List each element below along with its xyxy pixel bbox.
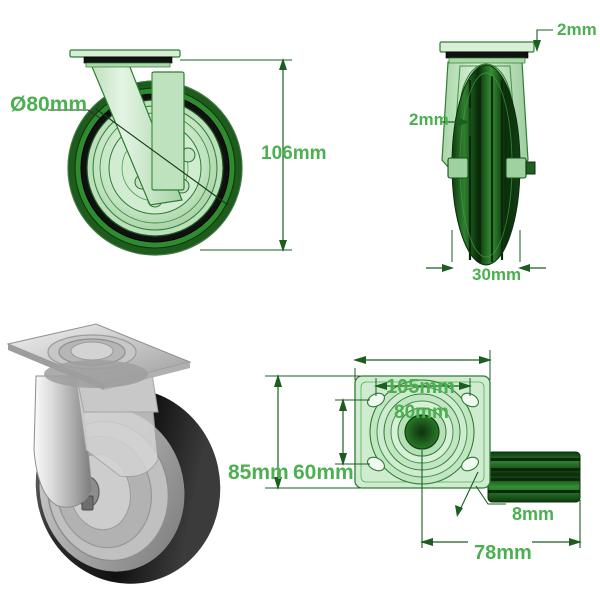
dim-8-leader [475, 485, 506, 505]
dimension-label-bolt-hole-diameter: 8mm [512, 504, 555, 524]
dim-80-arrow-right [459, 382, 472, 390]
plate-width-dimension [353, 350, 492, 380]
top-plate-plan-view [265, 300, 600, 600]
bolt-slot-top-right [461, 392, 479, 408]
top-plate-front [439, 41, 535, 64]
bolt-slot-bottom-right [461, 456, 479, 472]
side-view-drawing [48, 49, 292, 256]
raceway-front [448, 57, 526, 64]
dim-78-arrow-right [569, 538, 582, 546]
dim-106-arrow-top [279, 58, 287, 70]
dimension-label-plate-thickness: 2mm [557, 20, 597, 39]
wheel-plan-groove-4 [488, 490, 580, 493]
dim-2mm-top-arrow [533, 40, 541, 52]
dim-2mm-mid-arrow [458, 118, 470, 126]
diameter-leader-line [48, 109, 101, 119]
render-swivel-collar [44, 360, 148, 388]
dim-85-arrow-bottom [274, 477, 282, 490]
dim-8-arrow [455, 505, 463, 517]
wheel-plan-groove-1 [488, 458, 580, 461]
dim-78-arrow-left [420, 538, 433, 546]
tyre-front [451, 64, 521, 266]
dim-8-slash [457, 471, 479, 515]
tread-thickness-dimension [440, 108, 471, 136]
wheel-plan-groove-3 [488, 478, 580, 481]
king-pin-bore [404, 414, 440, 450]
wheel-plan-groove-2 [488, 468, 580, 471]
product-photo-render [0, 300, 300, 600]
dim-80-arrow-left [374, 382, 387, 390]
dim-105-arrow-left [353, 356, 366, 364]
axle-nut-right [505, 157, 527, 179]
front-elevation-view [300, 0, 600, 300]
plate-body [69, 49, 181, 58]
plate-depth-dimension [265, 374, 360, 490]
plate-raceway-shadow [83, 56, 173, 64]
bolt-spacing-x-dimension [374, 378, 472, 396]
dimension-label-overall-height: 106mm [261, 143, 327, 164]
axle-nut-left [447, 157, 469, 179]
dimension-label-bolt-spacing-x: 80mm [394, 402, 449, 423]
axle-cap-right [525, 161, 536, 175]
render-top-plate [6, 323, 192, 390]
axle-assembly-front [447, 157, 536, 179]
tread-width-dimension [426, 230, 546, 272]
plate-thickness-dimension [533, 29, 553, 52]
bolt-hole-dimension [455, 471, 506, 517]
plate-body-front [439, 41, 535, 53]
swivel-offset-dimension [420, 450, 582, 548]
render-raceway-inner [70, 341, 114, 361]
dim-105-arrow-right [479, 356, 492, 364]
bolt-slot-bottom-left [367, 456, 385, 472]
dim-60-arrow-bottom [339, 453, 347, 466]
plate-plan [354, 375, 491, 489]
dimension-label-tread-width: 30mm [472, 265, 522, 284]
dim-30-arrow-left [442, 264, 454, 272]
top-plate [69, 49, 181, 68]
wheel-plan [487, 451, 581, 503]
fork-arch [459, 63, 513, 111]
dimension-label-wheel-diameter: Ø80mm [10, 93, 88, 116]
dimension-label-bolt-spacing-y: 60mm [293, 461, 354, 484]
dim-106-arrow-bottom [279, 240, 287, 252]
dim-85-arrow-top [274, 374, 282, 387]
height-dimension-line [180, 58, 292, 252]
dim-30-arrow-right [518, 264, 530, 272]
caster-3d-render [6, 323, 221, 584]
dimension-label-plate-depth: 85mm [228, 461, 289, 484]
dimension-label-swivel-offset: 78mm [474, 542, 532, 564]
diameter-construction-line [95, 108, 229, 206]
plan-view-drawing [265, 350, 582, 548]
dim-60-arrow-top [339, 398, 347, 411]
fork-leg-right [151, 71, 185, 191]
dimension-label-plate-width: 105mm [386, 376, 455, 398]
bolt-spacing-y-dimension [335, 398, 370, 466]
front-view-drawing [426, 29, 553, 272]
bolt-slot-top-left [367, 392, 385, 408]
dimension-label-tread-thickness: 2mm [409, 110, 449, 129]
plate-shadow-front [445, 51, 529, 59]
swivel-raceway [85, 62, 171, 68]
render-fork-left [33, 375, 93, 508]
side-elevation-view [0, 0, 300, 300]
